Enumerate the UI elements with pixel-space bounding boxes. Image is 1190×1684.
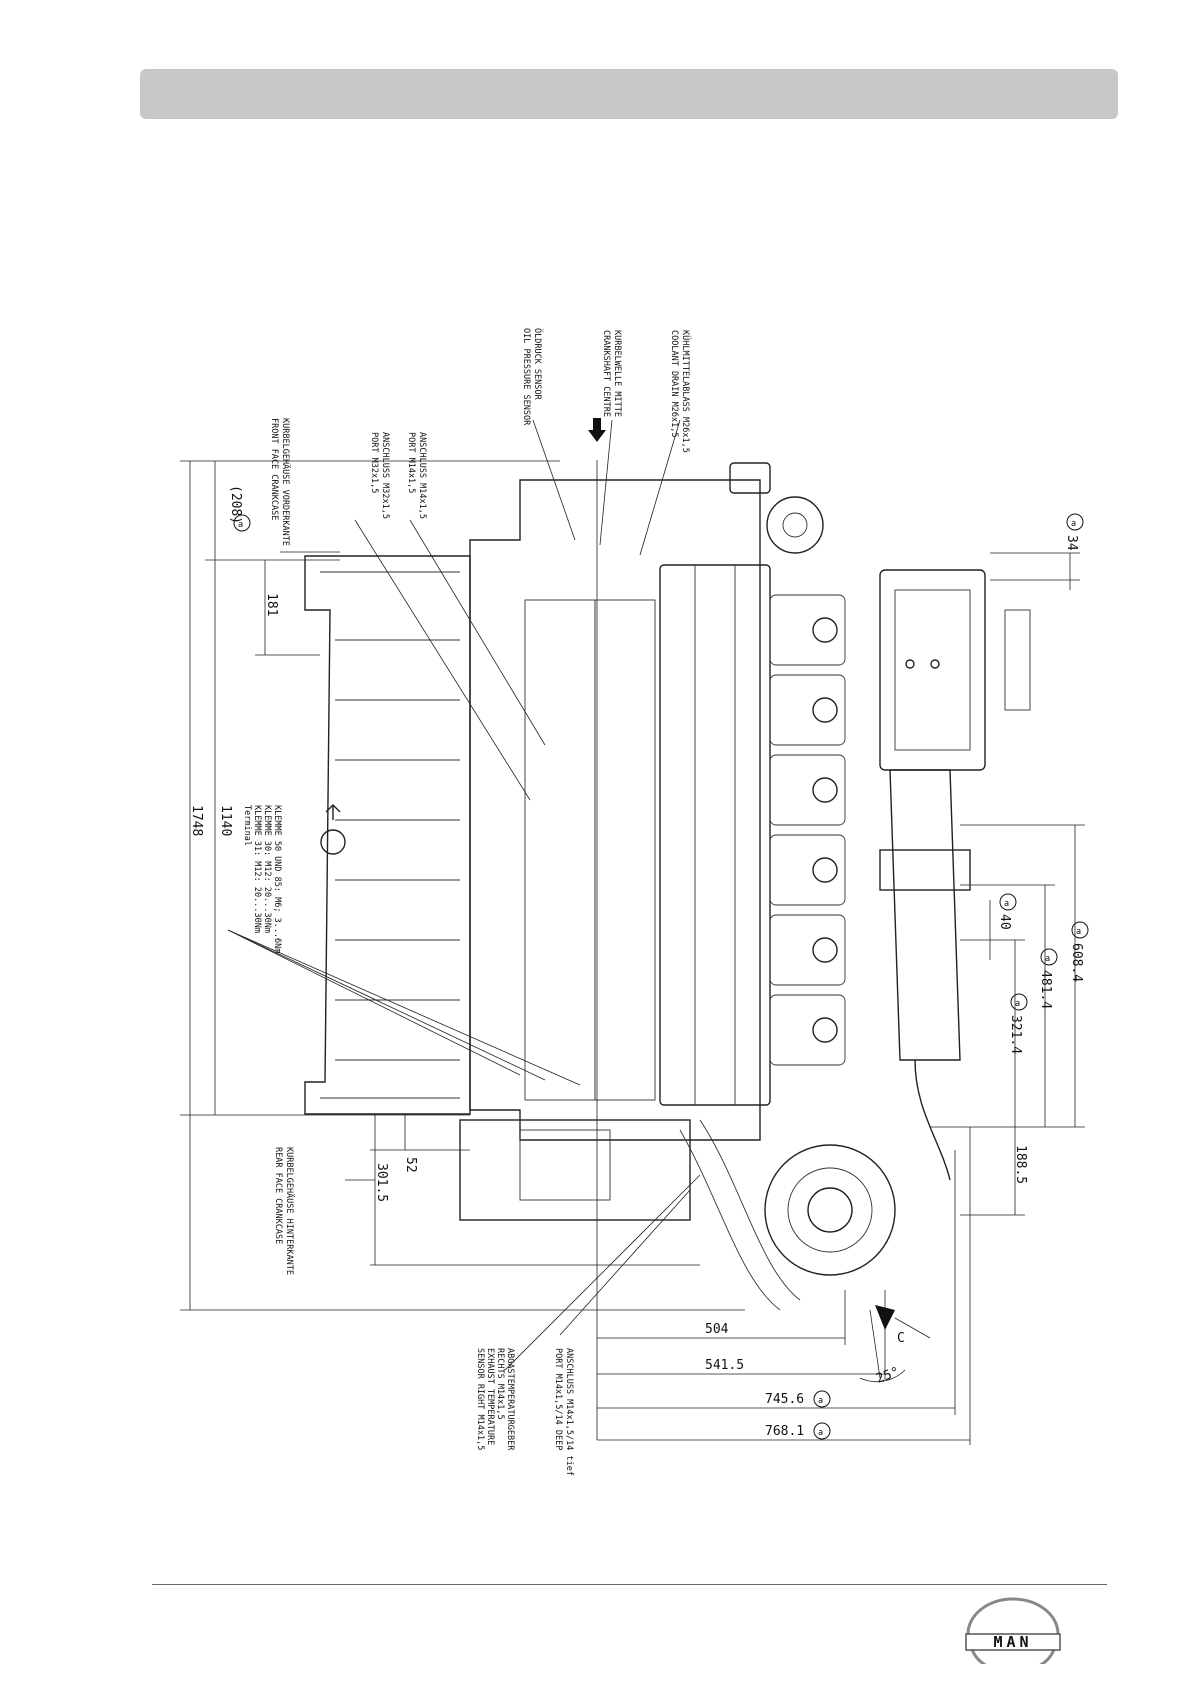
svg-text:ANSCHLUSS M14x1,5: ANSCHLUSS M14x1,5 (417, 432, 427, 519)
svg-text:a: a (1045, 954, 1050, 964)
svg-text:a: a (1004, 899, 1009, 909)
ref-a-768: a (813, 1422, 831, 1440)
dim-321-4: 321.4 (1008, 1015, 1023, 1054)
svg-text:Terminal: Terminal (242, 805, 252, 846)
label-crankshaft-centre: KURBELWELLE MITTE CRANKSHAFT CENTRE (601, 330, 622, 417)
svg-text:EXHAUST TEMPERATURE: EXHAUST TEMPERATURE (485, 1348, 495, 1445)
svg-text:KURBELGEHÄUSE HINTERKANTE: KURBELGEHÄUSE HINTERKANTE (284, 1147, 295, 1275)
dim-481-4: 481.4 (1038, 970, 1053, 1009)
dim-504: 504 (705, 1322, 729, 1337)
svg-text:a: a (818, 1396, 823, 1406)
dim-541-5: 541.5 (705, 1358, 744, 1373)
svg-text:KÜHLMITTELABLASS M26x1,5: KÜHLMITTELABLASS M26x1,5 (680, 330, 691, 453)
ref-a-208: a (233, 514, 251, 532)
engine-body (304, 462, 1031, 1311)
dimension-lines-left (180, 460, 745, 1311)
svg-text:a: a (1076, 927, 1081, 937)
svg-text:a: a (238, 520, 243, 530)
ref-a-34: a (1066, 513, 1084, 531)
ref-a-608: a (1071, 921, 1089, 939)
svg-text:a: a (818, 1428, 823, 1438)
leader-lines (227, 419, 701, 1371)
svg-text:PORT M14x1,5: PORT M14x1,5 (406, 432, 416, 493)
label-terminal: KLEMME 50 UND 85: M6; 3...6Nm KLEMME 30:… (242, 805, 282, 953)
dim-208: (208) (228, 485, 243, 524)
svg-text:PORT M32x1,5: PORT M32x1,5 (369, 432, 379, 493)
svg-text:COOLANT DRAIN M26x1,5: COOLANT DRAIN M26x1,5 (669, 330, 679, 437)
header-bar (140, 69, 1118, 119)
man-logo: MAN (965, 1597, 1061, 1664)
view-c-arrow (875, 1305, 895, 1330)
ref-a-481: a (1040, 948, 1058, 966)
svg-text:CRANKSHAFT CENTRE: CRANKSHAFT CENTRE (601, 330, 611, 417)
svg-text:KURBELGEHÄUSE VORDERKANTE: KURBELGEHÄUSE VORDERKANTE (280, 418, 291, 546)
svg-text:MAN: MAN (993, 1633, 1032, 1651)
label-port-m14-deep: ANSCHLUSS M14x1,5/14 tief PORT M14x1,5/1… (553, 1348, 574, 1476)
label-front-face-crankcase: KURBELGEHÄUSE VORDERKANTE FRONT FACE CRA… (269, 418, 291, 546)
dim-301-5: 301.5 (374, 1163, 389, 1202)
dim-768-1: 768.1 (765, 1424, 804, 1439)
svg-text:REAR FACE CRANKCASE: REAR FACE CRANKCASE (273, 1147, 283, 1244)
footer-rule (152, 1584, 1107, 1585)
dim-1140: 1140 (218, 805, 233, 836)
svg-text:OIL PRESSURE SENSOR: OIL PRESSURE SENSOR (521, 328, 531, 426)
label-coolant-drain: KÜHLMITTELABLASS M26x1,5 COOLANT DRAIN M… (669, 330, 691, 453)
crankshaft-arrow (588, 418, 606, 442)
label-oil-pressure-sensor: ÖLDRUCK SENSOR OIL PRESSURE SENSOR (521, 328, 543, 426)
ref-a-40: a (999, 893, 1017, 911)
svg-text:PORT M14x1,5/14 DEEP: PORT M14x1,5/14 DEEP (553, 1348, 563, 1450)
svg-text:SENSOR RIGHT M14x1,5: SENSOR RIGHT M14x1,5 (475, 1348, 485, 1450)
view-c-label: C (897, 1331, 905, 1346)
label-port-m32: ANSCHLUSS M32x1,5 PORT M32x1,5 (369, 432, 390, 519)
label-exhaust-temp-sensor: ABGASTEMPERATURGEBER RECHTS M14x1,5 EXHA… (475, 1348, 515, 1451)
dim-181: 181 (264, 593, 279, 616)
ref-a-321: a (1010, 993, 1028, 1011)
svg-text:KLEMME 30: M12: 20...30Nm: KLEMME 30: M12: 20...30Nm (262, 805, 272, 933)
svg-text:a: a (1015, 999, 1020, 1009)
svg-text:KLEMME 31: M12: 20...30Nm: KLEMME 31: M12: 20...30Nm (252, 805, 262, 933)
svg-text:ÖLDRUCK SENSOR: ÖLDRUCK SENSOR (532, 328, 543, 401)
dimension-lines-right (930, 552, 1085, 1216)
dim-188-5: 188.5 (1013, 1145, 1028, 1184)
dim-608-4: 608.4 (1069, 943, 1084, 982)
svg-text:KURBELWELLE MITTE: KURBELWELLE MITTE (612, 330, 622, 417)
svg-text:ANSCHLUSS M32x1,5: ANSCHLUSS M32x1,5 (380, 432, 390, 519)
svg-text:ABGASTEMPERATURGEBER: ABGASTEMPERATURGEBER (505, 1348, 515, 1451)
dim-52: 52 (403, 1157, 418, 1173)
dimension-lines-bottom (596, 460, 971, 1445)
svg-text:RECHTS M14x1,5: RECHTS M14x1,5 (495, 1348, 505, 1420)
dim-1748: 1748 (189, 805, 204, 836)
dim-40: 40 (997, 914, 1012, 930)
dim-745-6: 745.6 (765, 1392, 804, 1407)
label-port-m14: ANSCHLUSS M14x1,5 PORT M14x1,5 (406, 432, 427, 519)
svg-text:FRONT FACE CRANKCASE: FRONT FACE CRANKCASE (269, 418, 279, 520)
svg-text:a: a (1071, 519, 1076, 529)
label-rear-face-crankcase: KURBELGEHÄUSE HINTERKANTE REAR FACE CRAN… (273, 1147, 295, 1275)
svg-text:ANSCHLUSS M14x1,5/14 tief: ANSCHLUSS M14x1,5/14 tief (564, 1348, 574, 1476)
svg-text:KLEMME 50 UND 85: M6; 3...6Nm: KLEMME 50 UND 85: M6; 3...6Nm (272, 805, 282, 953)
dim-34: 34 (1064, 535, 1079, 551)
ref-a-745: a (813, 1390, 831, 1408)
